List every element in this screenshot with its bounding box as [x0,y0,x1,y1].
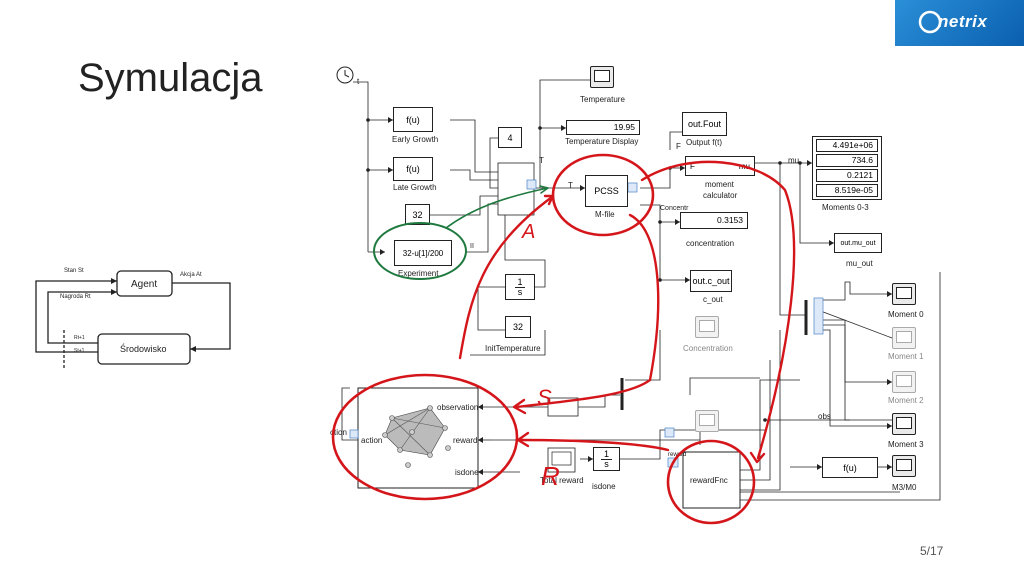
constant-32-block[interactable]: 32 [405,204,430,225]
integrator-den: s [514,286,526,297]
output-fout-block[interactable]: out.Fout [682,112,727,136]
m3m0-label: M3/M0 [892,483,917,492]
netrix-logo [895,0,1024,46]
reward-signal-label: reward [668,452,687,458]
mu-out-block[interactable]: out.mu_out [834,233,882,253]
mu-out-label: mu_out [846,259,873,268]
isdone-integrator-num: 1 [603,448,609,459]
signal-mu-label: mu [788,156,800,165]
moment-0-scope[interactable] [892,283,916,305]
concentration-display-label: concentration [686,239,735,248]
temperature-display-value[interactable]: 19.95 [566,120,640,135]
pcss-block[interactable]: PCSS [585,175,628,207]
moment-value-3: 8.519e-05 [816,184,878,197]
early-growth-label: Early Growth [392,135,439,144]
rl-agent-action-port: action [361,436,383,445]
moment-value-0: 4.491e+06 [816,139,878,152]
moment-0-label: Moment 0 [888,310,924,319]
moment-label-2: calculator [703,191,738,200]
reward-scope[interactable] [695,410,719,432]
m3m0-fcn-block[interactable]: f(u) [822,457,878,478]
signal-t-label-2: T [568,181,573,190]
pcss-label: M-file [595,210,615,219]
moment-1-label: Moment 1 [888,352,924,361]
signal-ii-label: II [470,243,474,250]
moment-port-mu: mu [738,161,750,171]
experiment-label: Experiment [398,269,439,278]
temperature-scope[interactable] [590,66,614,88]
concentration-scope[interactable] [695,316,719,338]
rl-agent-observation-port: observation [437,403,479,412]
rl-agent-reward-port: reward [453,436,478,445]
environment-label: Środowisko [120,344,167,354]
moments-display-label: Moments 0-3 [822,203,869,212]
moment-3-scope[interactable] [892,413,916,435]
slide-title: Symulacja [78,56,263,100]
constant-4-block[interactable]: 4 [498,127,522,148]
agent-label: Agent [131,279,158,290]
obs-gain-block[interactable] [547,397,579,417]
late-growth-block[interactable]: f(u) [393,157,433,181]
experiment-block[interactable]: 32-u[1]/200 [394,240,452,266]
total-reward-label: Total reward [540,476,584,485]
init-temperature-label: InitTemperature [485,344,541,353]
isdone-signal-label: isdone [592,482,616,491]
concentration-scope-label: Concentration [683,344,733,353]
signal-f-label: F [676,142,681,151]
integrator-num: 1 [517,276,523,287]
temperature-display-label: Temperature Display [565,137,639,146]
late-growth-label: Late Growth [393,183,437,192]
moment-value-1: 734.6 [816,154,878,167]
temperature-scope-label: Temperature [580,95,625,104]
moment-2-label: Moment 2 [888,396,924,405]
moment-2-scope[interactable] [892,371,916,393]
rl-agent-isdone-port: isdone [455,468,479,477]
isdone-integrator-den: s [601,458,612,469]
signal-concentr-label: Concentr [660,205,689,212]
c-out-block[interactable]: out.c_out [690,270,732,292]
moment-value-2: 0.2121 [816,169,878,182]
moment-3-label: Moment 3 [888,440,924,449]
moment-port-f: F [690,161,695,171]
moment-label-1: moment [705,180,734,189]
concentration-display-value[interactable]: 0.3153 [680,212,748,229]
clock-port-label: t [357,77,360,86]
s-next-label: St+1 [74,348,85,354]
init-temperature-block[interactable]: 32 [505,316,531,338]
r-next-label: Rt+1 [74,335,85,341]
reward-label: Nagroda Rt [60,294,91,300]
rl-agent-left-label: ction [330,428,347,437]
state-label: Stan St [64,268,84,274]
page-number: 5/17 [920,544,944,558]
signal-t-label: T [539,156,544,165]
moment-1-scope[interactable] [892,327,916,349]
signal-obs-label: obs [818,412,831,421]
early-growth-block[interactable]: f(u) [393,107,433,132]
moments-display[interactable]: 4.491e+06 734.6 0.2121 8.519e-05 [812,136,882,200]
m3m0-scope[interactable] [892,455,916,477]
logo-text: netrix [938,12,988,31]
action-label: Akcja At [180,272,202,278]
reward-fnc-label: rewardFnc [690,476,728,485]
c-out-label: c_out [703,295,723,304]
output-fout-label: Output f(t) [686,138,723,147]
